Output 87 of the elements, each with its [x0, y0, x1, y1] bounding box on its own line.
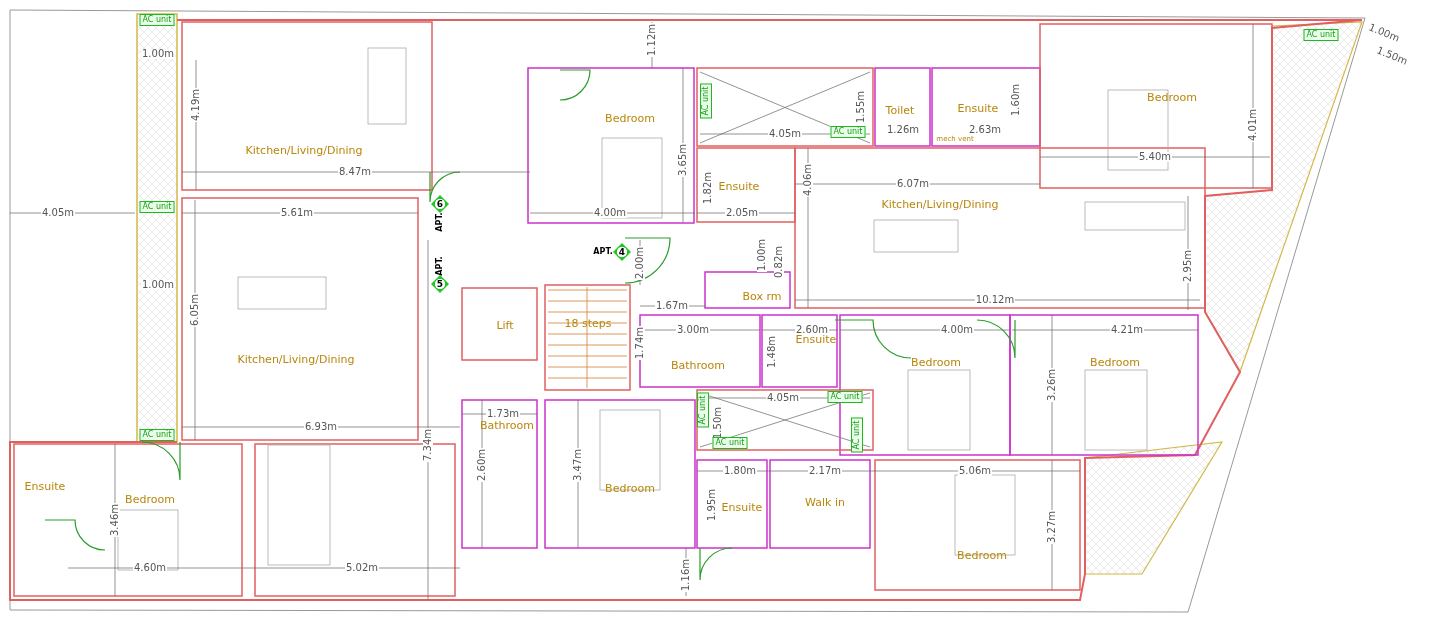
dimension-label: 2.60m	[477, 448, 487, 482]
ac-unit-tag: AC unit	[827, 391, 863, 403]
dimension-label: 3.27m	[1047, 510, 1057, 544]
dimension-label: 1.26m	[886, 125, 920, 135]
room-label: Ensuite	[795, 333, 837, 345]
dimension-label: 7.34m	[423, 428, 433, 462]
ac-unit-tag: AC unit	[139, 14, 175, 26]
room-label: Bedroom	[605, 112, 655, 124]
room-label: Ensuite	[24, 480, 66, 492]
apartment-number-badge: 5	[431, 275, 449, 293]
dimension-label: 1.48m	[767, 335, 777, 369]
dimension-label: 1.12m	[647, 23, 657, 57]
room-label: Kitchen/Living/Dining	[245, 144, 363, 156]
room-label: Bedroom	[1147, 91, 1197, 103]
dimension-label: 2.95m	[1183, 249, 1193, 283]
dimension-label: 3.65m	[678, 143, 688, 177]
dimension-label: 1.16m	[681, 558, 691, 592]
dimension-label: 1.80m	[723, 466, 757, 476]
dimension-label: 6.07m	[896, 179, 930, 189]
room-label: Bedroom	[1090, 356, 1140, 368]
dimension-label: 1.00m	[141, 280, 175, 290]
dimension-label: 0.82m	[774, 245, 784, 279]
dimension-label: 8.47m	[338, 167, 372, 177]
room-label: Ensuite	[721, 501, 763, 513]
dimension-label: 4.05m	[768, 129, 802, 139]
room-label: Walk in	[805, 496, 845, 508]
dimension-label: 5.40m	[1138, 152, 1172, 162]
dimension-label: 4.06m	[803, 163, 813, 197]
ac-unit-tag: AC unit	[139, 201, 175, 213]
dimension-label: 1.82m	[703, 171, 713, 205]
dimension-label: 3.46m	[110, 503, 120, 537]
room-label: Bedroom	[125, 493, 175, 505]
room-label: Bathroom	[480, 419, 534, 431]
dimension-label: 1.00m	[757, 238, 767, 272]
apartment-label: APT.	[436, 256, 444, 276]
dimension-label: 2.60m	[795, 325, 829, 335]
dimension-label: 6.93m	[304, 422, 338, 432]
room-label: Ensuite	[718, 180, 760, 192]
dimension-label: 1.55m	[856, 90, 866, 124]
dimension-label: 2.63m	[968, 125, 1002, 135]
ac-unit-tag: AC unit	[712, 437, 748, 449]
ac-unit-tag: AC unit	[139, 429, 175, 441]
dimension-label: 3.26m	[1047, 368, 1057, 402]
apartment-number-badge: 4	[613, 243, 631, 261]
dimension-label: 4.01m	[1248, 108, 1258, 142]
dimension-label: 6.05m	[190, 293, 200, 327]
dimension-label: 2.00m	[635, 246, 645, 280]
room-label: Kitchen/Living/Dining	[237, 353, 355, 365]
dimension-label: 3.47m	[573, 448, 583, 482]
room-label: 18 steps	[564, 317, 612, 329]
room-label: Bedroom	[605, 482, 655, 494]
dimension-label: 2.05m	[725, 208, 759, 218]
dimension-label: 5.02m	[345, 563, 379, 573]
dimension-label: 4.21m	[1110, 325, 1144, 335]
ac-unit-tag: AC unit	[697, 392, 709, 428]
room-label: Bedroom	[957, 549, 1007, 561]
room-label: Kitchen/Living/Dining	[881, 198, 999, 210]
dimension-label: 3.00m	[676, 325, 710, 335]
dimension-label: 5.61m	[280, 208, 314, 218]
dimension-label: 1.95m	[707, 488, 717, 522]
dimension-label: 4.19m	[191, 88, 201, 122]
dimension-label: 4.00m	[593, 208, 627, 218]
room-label: Toilet	[885, 104, 915, 116]
ac-unit-tag: AC unit	[830, 126, 866, 138]
dimension-label: 4.05m	[766, 393, 800, 403]
room-label: Lift	[496, 319, 514, 331]
dimension-label: 1.73m	[486, 409, 520, 419]
dimension-label: 1.60m	[1011, 83, 1021, 117]
room-label: Box rm	[742, 290, 782, 302]
apartment-number-badge: 6	[431, 195, 449, 213]
dimension-label: 4.60m	[133, 563, 167, 573]
dimension-label: 1.67m	[655, 301, 689, 311]
ac-unit-tag: AC unit	[700, 83, 712, 119]
room-label: Bathroom	[671, 359, 725, 371]
dimension-label: 4.05m	[41, 208, 75, 218]
dimension-label: 2.17m	[808, 466, 842, 476]
dimension-label: 4.00m	[940, 325, 974, 335]
room-label: Bedroom	[911, 356, 961, 368]
ac-unit-tag: AC unit	[1303, 29, 1339, 41]
ac-unit-tag: AC unit	[851, 417, 863, 453]
dimension-label: 5.06m	[958, 466, 992, 476]
apartment-label: APT.	[593, 248, 613, 256]
dimension-label: 1.74m	[635, 326, 645, 360]
dimension-label: 1.00m	[141, 49, 175, 59]
dimension-label: 10.12m	[974, 295, 1016, 305]
room-label: Ensuite	[957, 102, 999, 114]
apartment-label: APT.	[436, 212, 444, 232]
